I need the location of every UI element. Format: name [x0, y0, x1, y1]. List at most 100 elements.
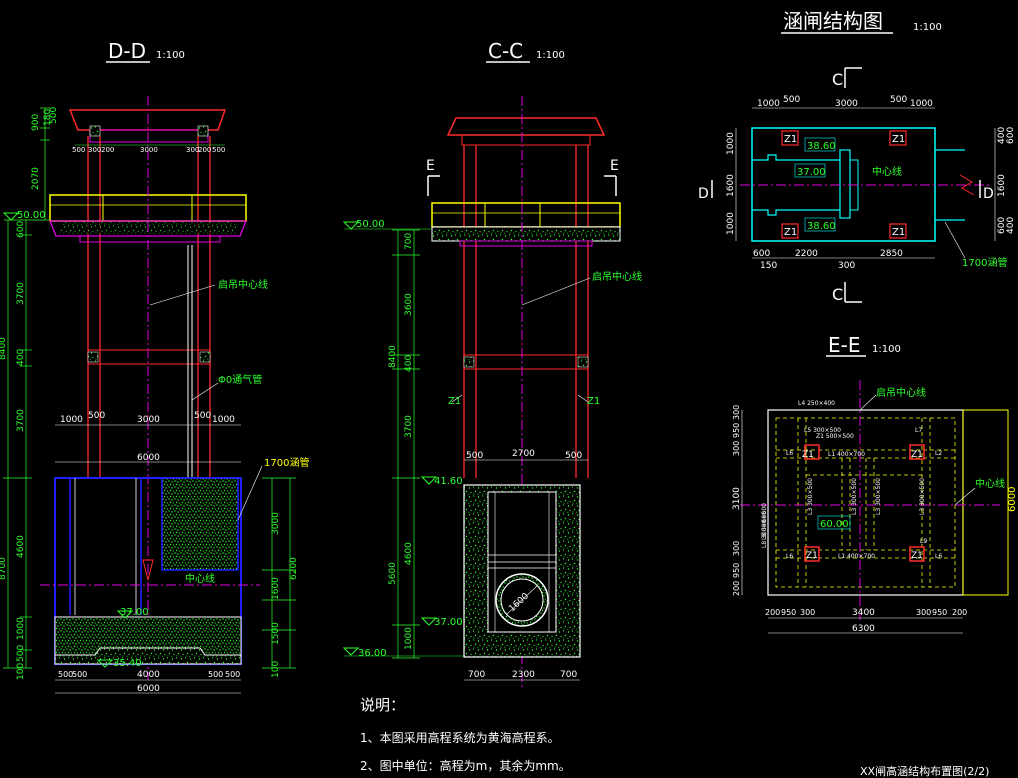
- svg-text:5600: 5600: [388, 562, 398, 585]
- dd-elev-3700: 37.00: [120, 607, 149, 618]
- svg-text:700: 700: [468, 670, 485, 680]
- dd-vent-label: Φ0通气管: [218, 373, 262, 386]
- svg-text:L6: L6: [935, 553, 942, 560]
- svg-text:300: 300: [732, 441, 741, 456]
- note-1: 1、本图采用高程系统为黄海高程系。: [360, 730, 560, 745]
- svg-text:L9: L9: [920, 538, 927, 545]
- svg-text:200: 200: [952, 608, 967, 617]
- dd-hoist-label: 启吊中心线: [218, 278, 268, 291]
- svg-text:400: 400: [997, 127, 1007, 144]
- svg-text:2850: 2850: [880, 249, 903, 259]
- svg-text:Z1: Z1: [448, 396, 461, 407]
- svg-text:150: 150: [760, 261, 777, 271]
- svg-text:700: 700: [560, 670, 577, 680]
- svg-text:6000: 6000: [137, 684, 160, 694]
- svg-text:300: 300: [186, 146, 199, 154]
- svg-text:3100: 3100: [732, 487, 742, 510]
- svg-text:500: 500: [208, 670, 223, 679]
- cc-title: C-C: [488, 39, 523, 63]
- svg-text:1000: 1000: [404, 627, 414, 650]
- svg-text:3700: 3700: [16, 409, 26, 432]
- svg-text:1600: 1600: [726, 174, 736, 197]
- svg-text:500: 500: [466, 451, 483, 461]
- svg-text:1700涵管: 1700涵管: [962, 256, 1007, 269]
- svg-text:500: 500: [72, 146, 85, 154]
- svg-text:36.00: 36.00: [358, 648, 387, 659]
- svg-text:500: 500: [88, 411, 105, 421]
- svg-text:Z1: Z1: [784, 134, 797, 145]
- svg-text:950: 950: [732, 563, 741, 578]
- notes-heading: 说明：: [360, 696, 405, 714]
- svg-text:C: C: [832, 285, 843, 304]
- cc-railing: [431, 202, 621, 228]
- svg-text:950: 950: [781, 608, 796, 617]
- svg-text:500: 500: [565, 451, 582, 461]
- svg-text:50.00: 50.00: [356, 219, 385, 230]
- svg-text:4000: 4000: [137, 670, 160, 680]
- ee-outline: [767, 409, 964, 596]
- svg-text:L8 300×600: L8 300×600: [761, 503, 768, 540]
- svg-text:1000: 1000: [757, 99, 780, 109]
- svg-text:2300: 2300: [512, 670, 535, 680]
- svg-text:2070: 2070: [31, 167, 41, 190]
- svg-text:3000: 3000: [137, 415, 160, 425]
- svg-text:6000: 6000: [137, 453, 160, 463]
- svg-text:Z1 500×500: Z1 500×500: [816, 433, 854, 440]
- svg-text:1000: 1000: [60, 415, 83, 425]
- svg-text:8400: 8400: [0, 337, 8, 360]
- svg-text:Z1: Z1: [892, 227, 905, 238]
- svg-text:200: 200: [765, 608, 780, 617]
- svg-text:300: 300: [88, 146, 101, 154]
- svg-text:3000: 3000: [835, 99, 858, 109]
- svg-text:100: 100: [271, 661, 281, 678]
- svg-text:L3 300×500: L3 300×500: [807, 478, 814, 515]
- svg-text:8700: 8700: [0, 557, 8, 580]
- svg-text:500: 500: [16, 645, 26, 662]
- svg-text:1000: 1000: [726, 212, 736, 235]
- svg-text:3700: 3700: [16, 282, 26, 305]
- svg-text:300: 300: [732, 405, 741, 420]
- svg-text:1600: 1600: [271, 577, 281, 600]
- dd-scale: 1:100: [156, 50, 185, 61]
- svg-text:1000: 1000: [16, 617, 26, 640]
- svg-text:900: 900: [31, 114, 41, 131]
- section-ee: E-E 1:100 Z1 Z1: [732, 333, 1018, 634]
- svg-text:1000: 1000: [726, 132, 736, 155]
- svg-text:400: 400: [404, 355, 414, 372]
- svg-text:E: E: [610, 158, 619, 174]
- svg-text:Z1: Z1: [911, 551, 923, 561]
- dd-elev-3540: 35.40: [113, 658, 142, 669]
- svg-text:3700: 3700: [404, 415, 414, 438]
- section-cc: C-C 1:100 1600: [342, 39, 642, 690]
- svg-text:L3 300×500: L3 300×500: [875, 478, 882, 515]
- svg-text:Z1: Z1: [802, 450, 814, 460]
- svg-text:L3 300×500: L3 300×500: [919, 478, 926, 515]
- svg-text:400: 400: [1006, 217, 1016, 234]
- svg-text:Z1: Z1: [806, 551, 818, 561]
- svg-text:D: D: [983, 186, 994, 202]
- svg-text:60.00: 60.00: [820, 519, 849, 530]
- notes: 说明： 1、本图采用高程系统为黄海高程系。 2、图中单位：高程为m，其余为mm。: [360, 696, 571, 773]
- svg-text:3000: 3000: [271, 512, 281, 535]
- plan-scale: 1:100: [913, 22, 942, 33]
- svg-text:L6: L6: [786, 553, 793, 560]
- section-plan: 涵闸结构图 1:100 C C Z1 Z1 Z1 Z1 38.60 37.00: [698, 9, 1016, 304]
- svg-text:500: 500: [890, 95, 907, 105]
- svg-text:L4 250×400: L4 250×400: [798, 400, 835, 407]
- svg-text:180: 180: [43, 109, 53, 126]
- svg-text:1000: 1000: [910, 99, 933, 109]
- svg-text:200: 200: [732, 581, 741, 596]
- svg-text:L8 300×600: L8 300×600: [761, 511, 768, 548]
- svg-text:4600: 4600: [404, 542, 414, 565]
- svg-text:L3 300×500: L3 300×500: [851, 478, 858, 515]
- svg-text:3400: 3400: [852, 608, 875, 618]
- svg-text:500: 500: [212, 146, 225, 154]
- svg-text:1000: 1000: [212, 415, 235, 425]
- svg-text:950: 950: [932, 608, 947, 617]
- svg-text:37.00: 37.00: [797, 167, 826, 178]
- svg-text:300: 300: [800, 608, 815, 617]
- svg-text:400: 400: [16, 349, 26, 366]
- svg-text:4600: 4600: [16, 535, 26, 558]
- svg-text:启吊中心线: 启吊中心线: [876, 386, 926, 399]
